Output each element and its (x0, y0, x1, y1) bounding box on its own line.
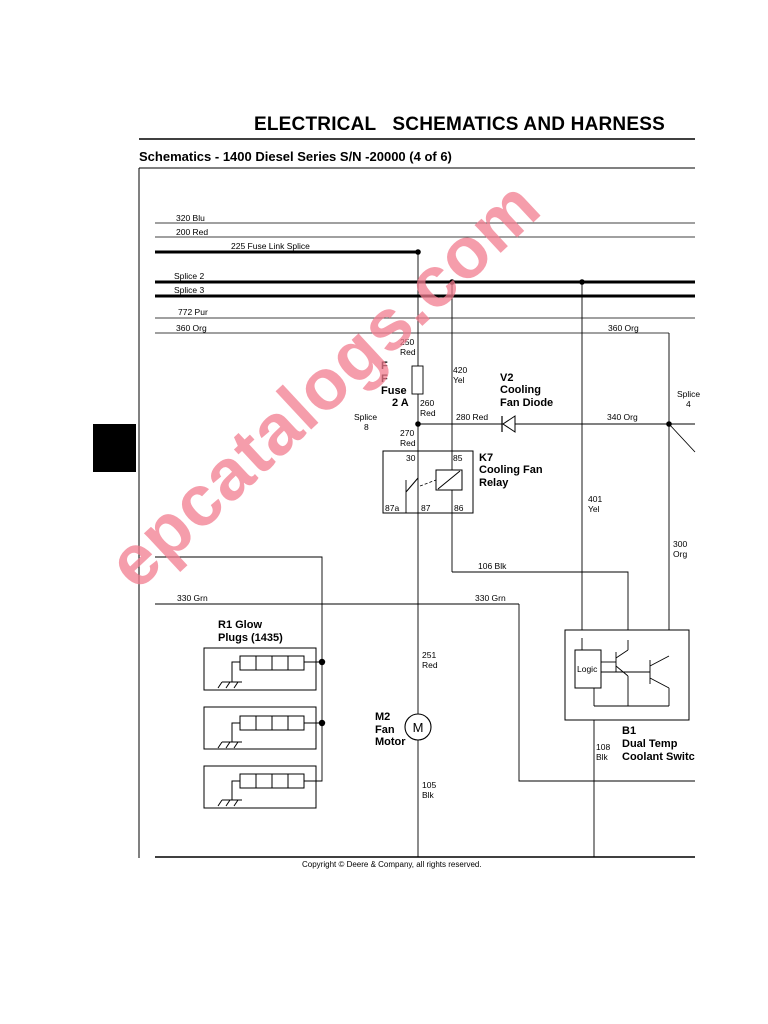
b1-label-line3: Coolant Switc (622, 751, 695, 763)
page-subtitle: Schematics - 1400 Diesel Series S/N -200… (139, 149, 452, 164)
wire-labels: 250 Red 420 Yel 260 Red 270 Red 280 Red … (177, 337, 700, 800)
r1-label-line1: R1 Glow (218, 619, 262, 631)
wire-330-grn-return (518, 604, 695, 782)
label-225-fuse-link: 225 Fuse Link Splice (231, 241, 310, 251)
v2-label-line1: V2 (500, 372, 513, 384)
k7-pin-85: 85 (453, 453, 463, 463)
label-106-blk: 106 Blk (478, 561, 507, 571)
label-401-num: 401 (588, 494, 602, 504)
label-105-color: Blk (422, 790, 435, 800)
diode-symbol (502, 415, 516, 433)
k7-pin-30: 30 (406, 453, 416, 463)
label-280-red: 280 Red (456, 412, 488, 422)
label-300-num: 300 (673, 539, 687, 549)
m2-label-line1: M2 (375, 711, 390, 723)
label-splice-8-num: 8 (364, 422, 369, 432)
label-splice-4-num: 4 (686, 399, 691, 409)
r1-label-line2: Plugs (1435) (218, 632, 283, 644)
b1-label-line1: B1 (622, 725, 636, 737)
page-margin-left (0, 0, 91, 1024)
copyright-notice: Copyright © Deere & Company, all rights … (302, 860, 482, 869)
label-340-org: 340 Org (607, 412, 638, 422)
motor-symbol-letter: M (413, 720, 424, 735)
label-splice-2: Splice 2 (174, 271, 205, 281)
splice-4-branch (668, 423, 696, 453)
label-320-blu: 320 Blu (176, 213, 205, 223)
label-260-color: Red (420, 408, 436, 418)
fuse-label-line3: Fuse (381, 385, 407, 397)
fuse-label-line2: F (381, 373, 388, 385)
glow-plug-1 (203, 647, 322, 691)
label-250-color: Red (400, 347, 416, 357)
section-tab-marker (93, 424, 136, 472)
label-360-org-right: 360 Org (608, 323, 639, 333)
m2-label-line3: Motor (375, 736, 406, 748)
label-420-color: Yel (453, 375, 465, 385)
m2-label-line2: Fan (375, 724, 395, 736)
fuse-label-line1: F (381, 360, 388, 372)
b1-transistors (581, 638, 670, 707)
label-105-num: 105 (422, 780, 436, 790)
k7-label-line2: Cooling Fan (479, 464, 543, 476)
label-420-num: 420 (453, 365, 467, 375)
circuit-wires (155, 252, 696, 857)
v2-label-line3: Fan Diode (500, 397, 553, 409)
fuse-symbol (411, 365, 424, 395)
label-270-num: 270 (400, 428, 414, 438)
label-330-grn-left: 330 Grn (177, 593, 208, 603)
label-300-color: Org (673, 549, 687, 559)
label-270-color: Red (400, 438, 416, 448)
label-772-pur: 772 Pur (178, 307, 208, 317)
k7-pin-87: 87 (421, 503, 431, 513)
label-330-grn-right: 330 Grn (475, 593, 506, 603)
label-250-num: 250 (400, 337, 414, 347)
page-title: ELECTRICAL SCHEMATICS AND HARNESS (254, 114, 665, 135)
label-108-num: 108 (596, 742, 610, 752)
label-splice-8-word: Splice (354, 412, 377, 422)
wire-106-blk (452, 571, 629, 640)
fuse-label-line4: 2 A (392, 397, 409, 409)
label-251-num: 251 (422, 650, 436, 660)
label-108-color: Blk (596, 752, 609, 762)
relay-contact (405, 477, 419, 493)
glow-plug-feed (155, 556, 323, 782)
glow-plug-2 (203, 706, 322, 750)
label-200-red: 200 Red (176, 227, 208, 237)
bus-labels: 320 Blu 200 Red 225 Fuse Link Splice Spl… (174, 213, 639, 333)
b1-logic-label: Logic (577, 664, 598, 674)
k7-pin-86: 86 (454, 503, 464, 513)
k7-pin-87a: 87a (385, 503, 399, 513)
label-401-color: Yel (588, 504, 600, 514)
b1-label-line2: Dual Temp (622, 738, 678, 750)
v2-label-line2: Cooling (500, 384, 541, 396)
label-260-num: 260 (420, 398, 434, 408)
k7-label-line3: Relay (479, 477, 509, 489)
bus-wires (155, 222, 695, 334)
glow-plug-3 (203, 765, 317, 809)
label-splice-3: Splice 3 (174, 285, 205, 295)
k7-label-line1: K7 (479, 452, 493, 464)
page-margin-bottom (0, 875, 768, 1024)
fan-motor-symbol (404, 713, 432, 741)
label-360-org: 360 Org (176, 323, 207, 333)
label-251-color: Red (422, 660, 438, 670)
b1-logic-block (574, 649, 602, 689)
label-splice-4-word: Splice (677, 389, 700, 399)
